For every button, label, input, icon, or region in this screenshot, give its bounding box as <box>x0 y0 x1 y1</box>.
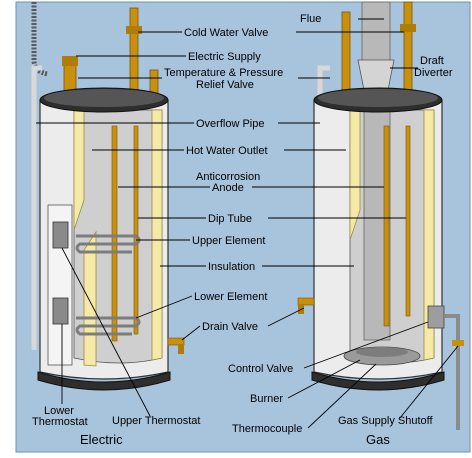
upper-thermostat <box>52 221 69 249</box>
label-control-valve: Control Valve <box>228 363 293 375</box>
label-draft-diverter-1: Draft <box>420 55 444 67</box>
leader-drain-left <box>181 325 201 341</box>
label-anode-2: Anode <box>212 182 244 194</box>
label-lower-element: Lower Element <box>194 291 267 303</box>
label-insulation: Insulation <box>208 261 255 273</box>
anode-electric <box>111 125 118 342</box>
label-flue: Flue <box>300 13 321 25</box>
insulation-gas-right <box>423 109 435 361</box>
cold-water-valve-electric <box>126 26 142 34</box>
label-burner: Burner <box>250 393 283 405</box>
gas-supply-line <box>444 314 460 430</box>
caption-electric: Electric <box>80 432 123 447</box>
relief-valve-electric <box>63 61 77 93</box>
lower-element-electric <box>75 316 141 336</box>
lower-thermostat <box>52 297 69 325</box>
burner-ring <box>356 347 408 357</box>
hot-water-pipe-gas <box>341 11 351 99</box>
label-draft-diverter-2: Diverter <box>414 67 453 79</box>
label-upper-element: Upper Element <box>192 235 265 247</box>
label-electric-supply: Electric Supply <box>188 51 261 63</box>
leader-control-valve <box>303 321 429 369</box>
upper-element-electric <box>75 234 141 254</box>
gas-supply-shutoff-valve <box>452 340 464 346</box>
gas-tank-top-inner <box>318 89 438 107</box>
label-temp-relief-1: Temperature & Pressure <box>164 67 283 79</box>
label-gas-supply-shutoff: Gas Supply Shutoff <box>338 415 434 427</box>
leader-upper-thermostat <box>61 247 151 417</box>
label-anode-1: Anticorrosion <box>196 171 260 183</box>
label-lower-thermostat-1: Lower <box>44 405 74 417</box>
labels: Flue Cold Water Valve Electric Supply Dr… <box>32 13 453 447</box>
drain-valve-gas <box>297 297 315 306</box>
label-thermocouple: Thermocouple <box>232 423 302 435</box>
label-upper-thermostat: Upper Thermostat <box>112 415 200 427</box>
leader-burner <box>287 359 361 399</box>
drain-valve-spout <box>178 344 184 354</box>
insulation-electric-right <box>151 109 163 361</box>
gas-water-heater <box>297 1 464 430</box>
dip-tube-gas <box>405 125 411 317</box>
caption-gas: Gas <box>366 432 390 447</box>
electric-tank-base <box>37 371 171 391</box>
label-hot-water-outlet: Hot Water Outlet <box>186 145 268 157</box>
electric-water-heater <box>31 2 185 391</box>
label-drain-valve: Drain Valve <box>202 321 258 333</box>
leader-lower-element <box>135 295 193 319</box>
label-lower-thermostat-2: Thermostat <box>32 416 88 428</box>
control-valve-gas <box>427 305 445 329</box>
leader-thermocouple <box>307 363 377 429</box>
electric-tank-top-inner <box>44 89 164 107</box>
overflow-pipe-electric <box>31 65 42 350</box>
draft-diverter <box>357 59 395 91</box>
cold-water-valve-gas <box>400 24 416 32</box>
gas-tank-interior <box>349 109 435 364</box>
cold-water-pipe-gas <box>403 1 413 99</box>
leader-lines <box>36 18 459 429</box>
label-dip-tube: Dip Tube <box>208 213 252 225</box>
label-overflow-pipe: Overflow Pipe <box>196 118 264 130</box>
cold-water-pipe-electric <box>129 7 139 99</box>
label-temp-relief-2: Relief Valve <box>196 79 254 91</box>
leader-gas-shutoff <box>399 345 459 419</box>
relief-valve-cap-electric <box>62 56 78 66</box>
leader-drain-right <box>267 307 305 327</box>
anode-gas <box>383 125 390 327</box>
label-cold-water-valve: Cold Water Valve <box>184 27 268 39</box>
gas-tank-base <box>311 371 445 391</box>
dip-tube-electric <box>133 125 139 335</box>
drain-valve-electric <box>167 337 185 346</box>
